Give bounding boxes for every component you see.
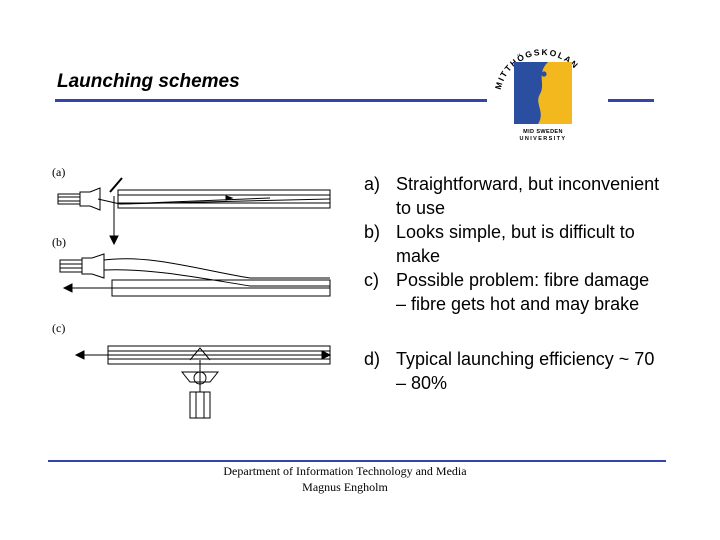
bullet-text: Looks simple, but is difficult to make [396, 222, 635, 266]
launching-diagram: (a) (b) (c) [52, 165, 332, 419]
footer-rule [48, 460, 666, 462]
logo-eye-dot [541, 71, 547, 77]
label-a: (a) [52, 165, 65, 179]
lens-c [180, 371, 220, 383]
bullet-text: Possible problem: fibre damage – fibre g… [396, 270, 650, 314]
bullet-item: c) Possible problem: fibre damage – fibre… [364, 268, 664, 316]
university-logo: MITTHÖGSKOLAN MID SWEDEN UNIVERSITY [493, 47, 580, 142]
logo-line1: MID SWEDEN [523, 129, 563, 135]
beam-splitter-a [109, 177, 123, 193]
footer-author: Magnus Engholm [302, 480, 388, 494]
slide-title: Launching schemes [57, 71, 240, 92]
logo-yellow-face [538, 62, 572, 124]
bullet-marker: a) [364, 174, 381, 194]
bullet-item: a) Straightforward, but inconvenient to u… [364, 172, 664, 220]
taper-top-b [103, 258, 330, 279]
fibre-a [117, 189, 331, 209]
bullet-marker: b) [364, 222, 381, 242]
bullet-text: Straightforward, but inconvenient to use [396, 174, 660, 218]
bullet-marker: d) [364, 349, 381, 369]
bullet-text: Typical launching efficiency ~ 70 – 80% [396, 349, 655, 393]
bullet-item: d) Typical launching efficiency ~ 70 – 80… [364, 347, 664, 395]
source-c [189, 391, 211, 419]
footer-department: Department of Information Technology and… [223, 464, 467, 478]
label-c: (c) [52, 321, 65, 335]
lens-a [79, 187, 101, 211]
bullet-marker: c) [364, 270, 379, 290]
source-b [59, 259, 83, 273]
footer: Department of Information Technology and… [160, 463, 530, 495]
bullet-item: b) Looks simple, but is difficult to make [364, 220, 664, 268]
logo-line2: UNIVERSITY [519, 136, 566, 142]
title-underline-right [608, 99, 654, 102]
source-a [57, 193, 81, 205]
lens-b [81, 253, 105, 279]
title-underline [55, 99, 487, 102]
bullet-list: a) Straightforward, but inconvenient to u… [364, 172, 664, 395]
label-b: (b) [52, 235, 66, 249]
